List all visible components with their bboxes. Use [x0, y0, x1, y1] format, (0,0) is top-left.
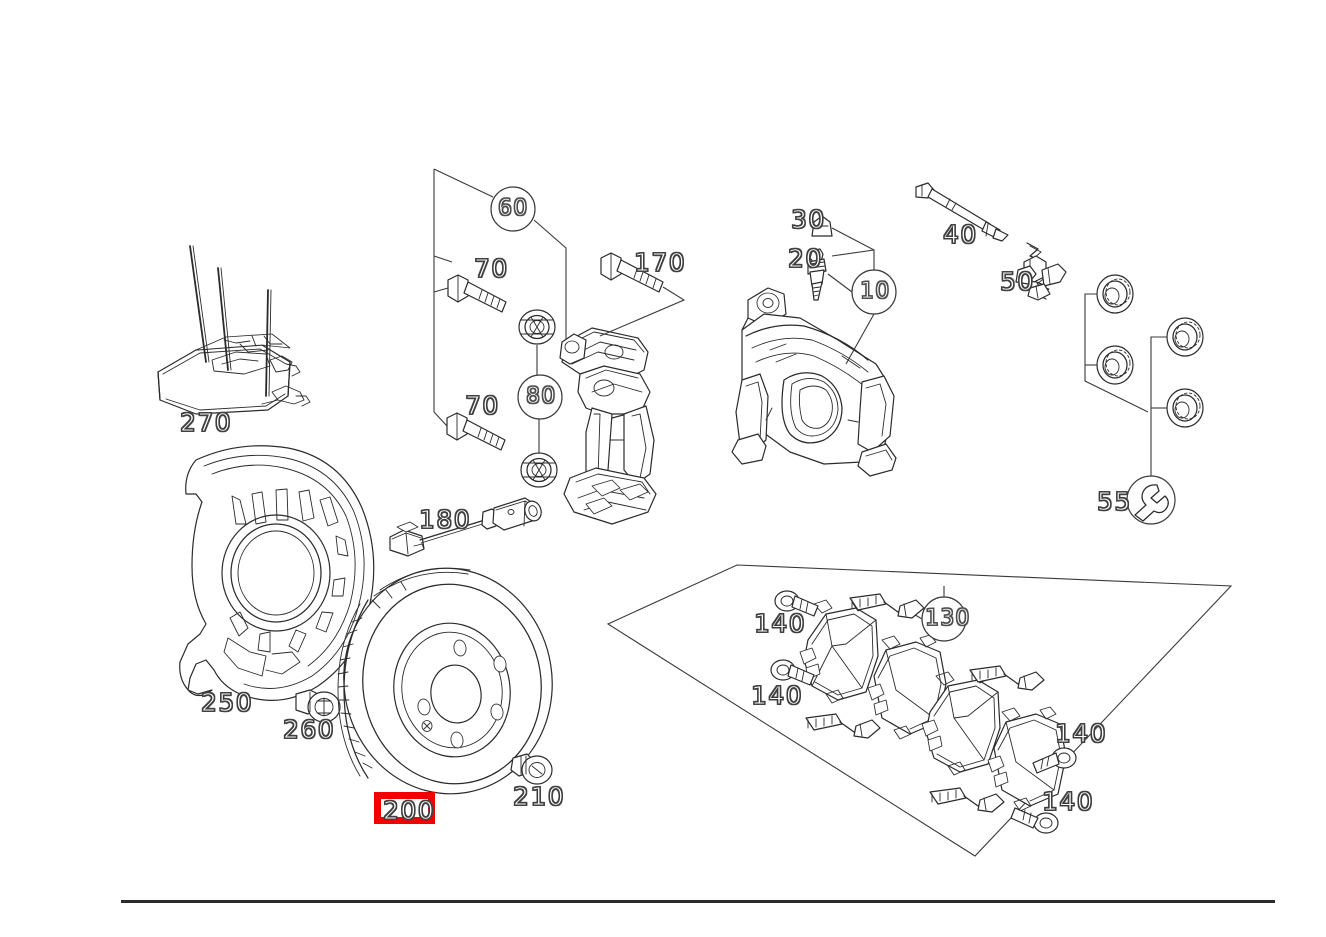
callout-circle-80: [517, 374, 563, 420]
part-label-70-upper: 70: [473, 254, 509, 283]
part-label-260: 260: [282, 715, 336, 744]
part-label-40: 40: [942, 220, 978, 249]
callout-label-10: 10: [859, 279, 891, 304]
part-label-250: 250: [200, 688, 254, 717]
part-50-retaining-spring: [1015, 242, 1067, 301]
part-label-55: 55: [1096, 487, 1132, 516]
part-label-180: 180: [418, 505, 472, 534]
part-140-bolt-3: [1032, 747, 1077, 774]
part-180-wear-sensor: [389, 497, 542, 557]
part-30-bleeder-cap: [811, 215, 833, 237]
callout-label-80: 80: [525, 384, 557, 409]
part-210-locating-screw: [510, 753, 553, 785]
part-label-140-3: 140: [1054, 719, 1108, 748]
part-label-140-4: 140: [1041, 787, 1095, 816]
callout-label-130: 130: [925, 606, 971, 631]
part-70-carrier-bolt-lower: [446, 412, 506, 451]
part-270-wheel-hub-assembly: [157, 245, 311, 415]
callout-circle-130: [921, 596, 967, 642]
pad-spring-clip-upper: [849, 593, 925, 619]
part-label-170: 170: [633, 248, 687, 277]
part-label-140-2: 140: [750, 681, 804, 710]
part-80-guide-bushing-upper: [518, 309, 556, 345]
part-170-caliper-bolt: [600, 252, 664, 293]
part-140-bolt-4: [1010, 807, 1059, 834]
part-label-20: 20: [787, 244, 823, 273]
callout-label-60: 60: [497, 196, 529, 221]
highlighted-part-200-box[interactable]: 200: [374, 792, 435, 824]
part-140-bolt-1: [774, 590, 819, 617]
part-40-guide-pin: [915, 182, 1009, 242]
part-55-wrench-callout: [1126, 475, 1176, 525]
footer-divider: [121, 900, 1275, 903]
callout-circle-60: [490, 186, 536, 232]
part-260-shield-bolt: [295, 689, 341, 723]
part-200-brake-disc: [337, 567, 553, 795]
circled-callouts: [490, 186, 967, 642]
part-label-70-lower: 70: [464, 391, 500, 420]
part-label-30: 30: [790, 205, 826, 234]
part-130-pad-kit: [770, 590, 1077, 834]
part-60-caliper-carrier: [559, 327, 657, 525]
part-70-carrier-bolt-upper: [447, 274, 507, 313]
part-label-200: 200: [382, 796, 436, 825]
brake-pad-1: [799, 598, 879, 704]
part-label-50: 50: [999, 267, 1035, 296]
part-80-guide-bushing-lower: [520, 452, 558, 488]
part-250-dust-shield: [179, 445, 375, 701]
part-10-brake-caliper: [731, 287, 897, 477]
pad-spring-clip-lower-right: [929, 787, 1005, 813]
pad-spring-clip-lower-left: [805, 713, 881, 739]
part-label-270: 270: [179, 408, 233, 437]
callout-circle-10: [851, 269, 897, 315]
part-20-bleeder-valve: [807, 248, 827, 301]
brake-pad-2: [867, 634, 947, 740]
part-55-bushing-kit: [1084, 274, 1204, 478]
pad-spring-clip-right: [969, 665, 1045, 691]
part-label-140-1: 140: [753, 609, 807, 638]
part-label-210: 210: [512, 782, 566, 811]
part-140-bolt-2: [770, 659, 815, 686]
brake-pad-3: [921, 670, 1001, 776]
